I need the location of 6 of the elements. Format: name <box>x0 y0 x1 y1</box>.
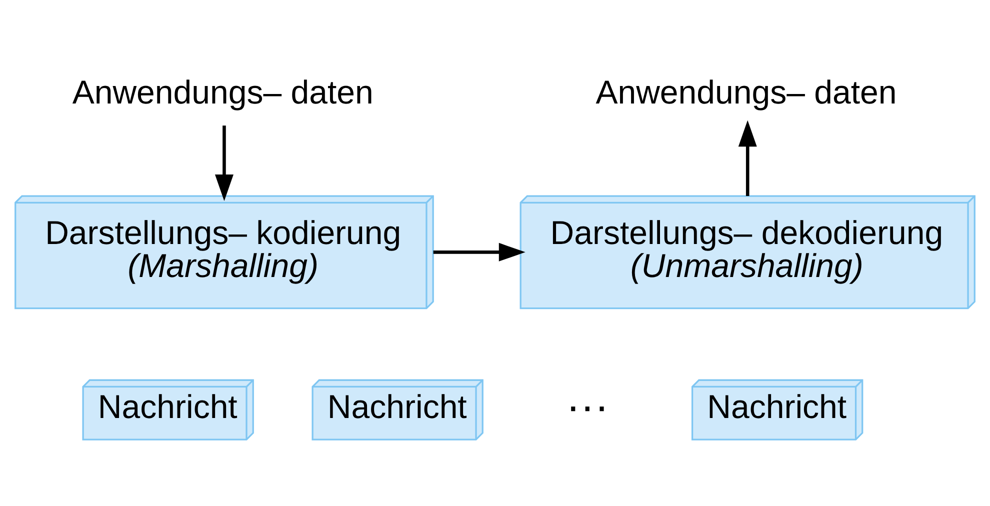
arrow <box>214 126 234 201</box>
arrow <box>433 242 526 262</box>
arrow <box>738 120 757 196</box>
node-text: Anwendungs– daten <box>596 74 897 111</box>
node-text: Anwendungs– daten <box>72 74 374 111</box>
label: ··· <box>566 382 609 430</box>
